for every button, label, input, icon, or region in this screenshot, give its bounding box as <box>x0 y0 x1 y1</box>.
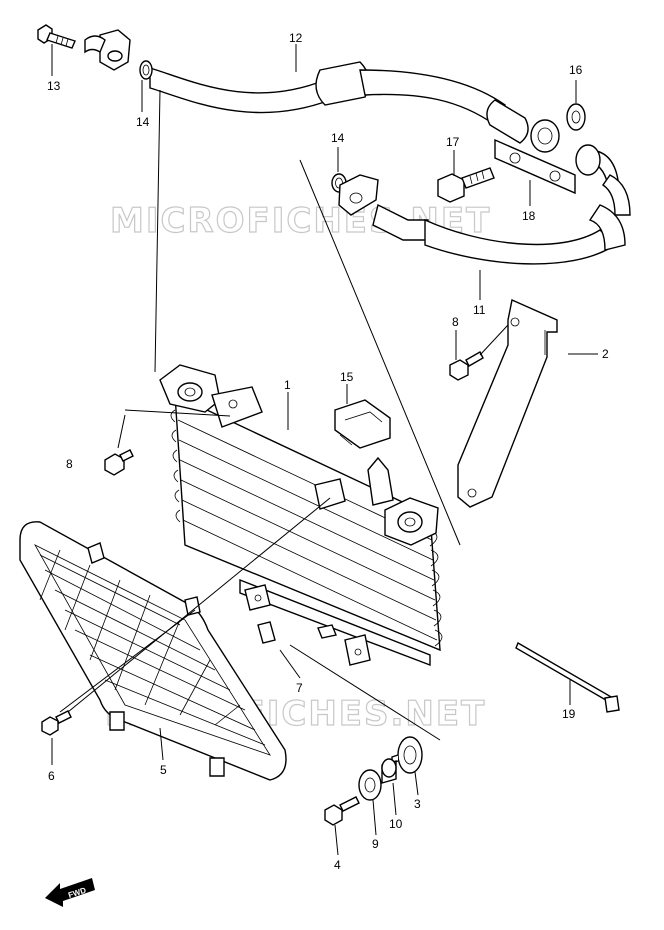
bracket-18 <box>494 138 619 195</box>
callout-11: 11 <box>473 303 486 317</box>
callout-8-left: 8 <box>66 457 73 471</box>
callout-14-lower: 14 <box>331 131 345 145</box>
callout-14-upper: 14 <box>136 115 150 129</box>
callout-8-upper: 8 <box>452 315 459 329</box>
callout-15: 15 <box>340 370 354 384</box>
callout-3: 3 <box>414 797 421 811</box>
callout-7: 7 <box>296 681 303 695</box>
guide-line-hose-bolt <box>154 89 161 373</box>
callout-4: 4 <box>334 858 341 872</box>
callout-19: 19 <box>562 707 576 721</box>
bolt-17 <box>437 167 495 203</box>
collar-10 <box>381 758 397 784</box>
clip-15 <box>334 399 391 449</box>
callout-10: 10 <box>389 817 403 831</box>
callout-17: 17 <box>446 135 460 149</box>
bolt-13 <box>37 24 76 49</box>
bolt-6 <box>41 710 72 736</box>
guide-line-diag-1 <box>299 159 461 546</box>
bracket-2 <box>457 299 558 508</box>
callout-9: 9 <box>372 837 379 851</box>
bolt-8-upper <box>449 351 484 381</box>
callout-16: 16 <box>569 63 583 77</box>
fwd-arrow-icon: FWD <box>45 878 95 907</box>
bolt-4 <box>324 796 360 826</box>
o-ring-14-upper <box>139 60 153 80</box>
callout-2: 2 <box>602 347 609 361</box>
grommet-3 <box>391 736 423 774</box>
callout-1: 1 <box>284 378 291 392</box>
callout-18: 18 <box>522 209 536 223</box>
washer-16 <box>566 103 586 131</box>
clip-7 <box>257 621 337 644</box>
hose-11 <box>338 174 631 265</box>
washer-9 <box>358 769 382 801</box>
cable-tie-19 <box>515 641 620 713</box>
callout-13: 13 <box>47 79 61 93</box>
bolt-8-left <box>104 449 134 476</box>
callout-5: 5 <box>160 763 167 777</box>
hose-12 <box>84 29 560 153</box>
oil-cooler-1 <box>159 364 443 667</box>
callout-12: 12 <box>289 31 303 45</box>
callout-6: 6 <box>48 769 55 783</box>
grille-screen-5 <box>19 521 287 781</box>
